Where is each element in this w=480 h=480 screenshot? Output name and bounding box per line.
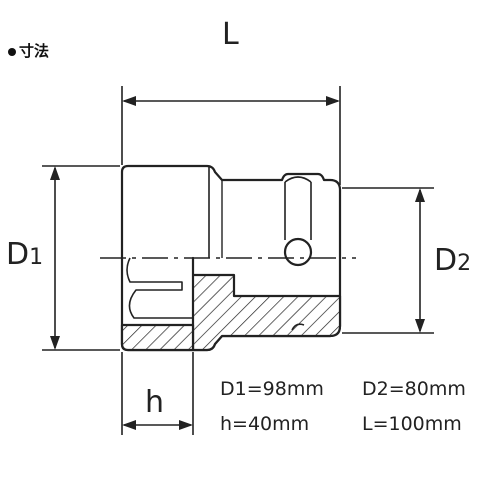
socket-upper-half (120, 164, 342, 267)
bullet-icon (8, 47, 16, 56)
section-hatch-body (191, 256, 342, 352)
section-heading: 寸法 (8, 44, 49, 59)
socket-lower-half (120, 256, 342, 352)
length-arrowhead-left (122, 96, 136, 106)
d2-label-main: D (434, 243, 458, 278)
spec-d2: D2=80mm (362, 378, 466, 400)
h-dimension (121, 352, 194, 435)
d1-label-sub: 1 (29, 245, 44, 270)
spec-l: L=100mm (362, 413, 462, 435)
d2-arrowhead-top (415, 188, 425, 202)
h-arrowhead-left (122, 420, 136, 430)
d1-arrowhead-top (50, 166, 60, 180)
section-hatch-lip (120, 323, 195, 352)
drive-recess-arc (291, 323, 305, 331)
d1-dimension (42, 165, 120, 351)
pin-hole-circle (283, 237, 313, 267)
d1-label: D1 (6, 240, 43, 270)
d1-arrowhead-bottom (50, 336, 60, 350)
d2-label: D2 (434, 246, 471, 276)
d2-arrowhead-bottom (415, 319, 425, 333)
d1-label-main: D (6, 237, 30, 272)
spec-d1: D1=98mm (220, 378, 324, 400)
length-label: L (222, 17, 239, 52)
pin-hole-top (284, 176, 312, 183)
spec-h: h=40mm (220, 413, 310, 435)
length-arrowhead-right (326, 96, 340, 106)
h-label: h (145, 385, 165, 420)
h-arrowhead-right (179, 420, 193, 430)
d2-label-sub: 2 (457, 251, 472, 276)
hex-bore-contour (126, 257, 193, 319)
section-heading-label: 寸法 (19, 42, 50, 60)
d2-dimension (342, 187, 434, 334)
length-dimension (121, 86, 341, 185)
